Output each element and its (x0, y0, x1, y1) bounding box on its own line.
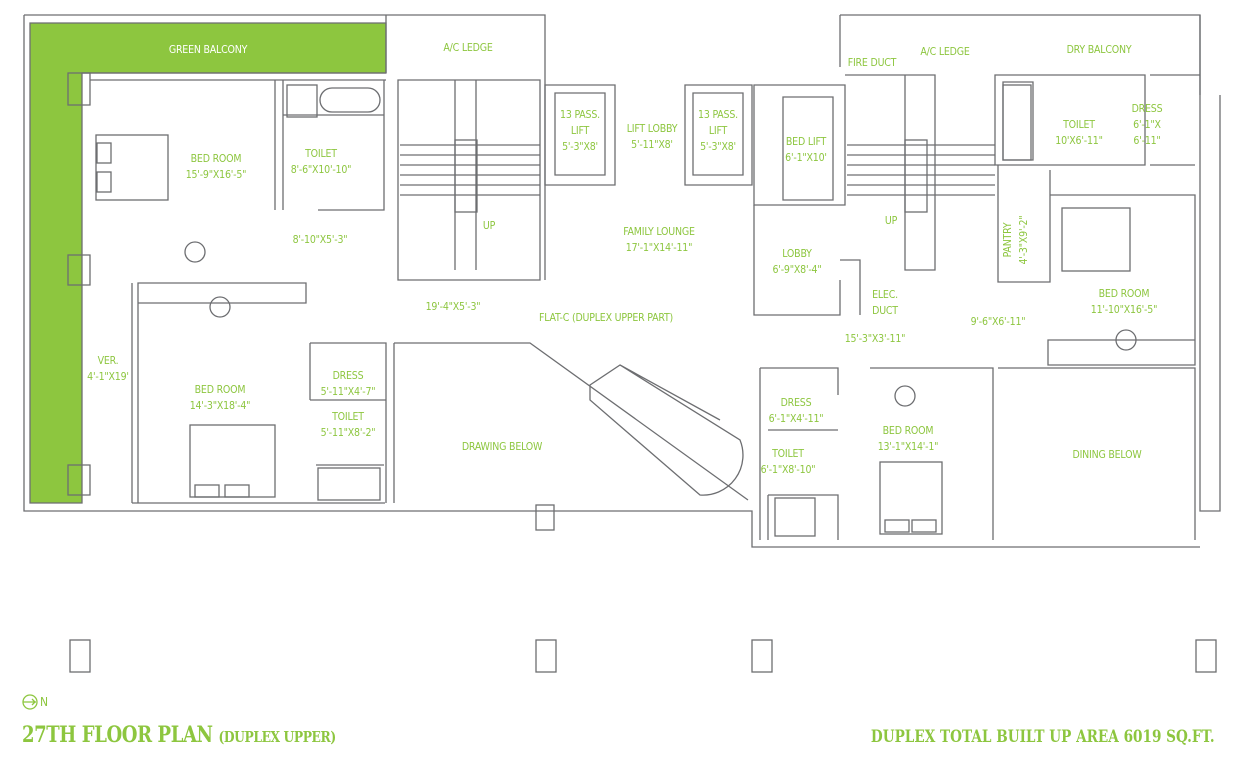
label-toilet-1: TOILET 8'-6"X10'-10" (291, 146, 352, 178)
room-name: TOILET (1063, 119, 1095, 131)
room-name: ELEC. (872, 289, 898, 301)
room-name: DUCT (872, 305, 898, 317)
label-family-lounge: FAMILY LOUNGE 17'-1"X14'-11" (623, 224, 695, 256)
room-size: 4'-1"X19' (87, 371, 129, 383)
label-passage-2: 19'-4"X5'-3" (425, 301, 481, 313)
label-dress-3: DRESS 5'-11"X4'-7" (321, 368, 376, 400)
north-arrow-icon (22, 694, 38, 710)
room-name: 13 PASS. (698, 109, 738, 121)
room-size: 6'-1"X8'-10" (760, 464, 816, 476)
label-dress-4: DRESS 6'-1"X4'-11" (769, 395, 824, 427)
north-label: N (40, 695, 49, 709)
label-bed-room-2: BED ROOM 11'-10"X16'-5" (1090, 286, 1158, 318)
room-size: 6'-1"X10' (785, 152, 827, 164)
label-elec-duct: ELEC. DUCT (872, 287, 898, 319)
room-name: LOBBY (782, 248, 812, 260)
room-name: DRESS (332, 370, 364, 382)
label-lift-lobby: LIFT LOBBY 5'-11"X8' (627, 121, 678, 153)
room-name: LIFT (708, 125, 728, 137)
label-pantry: PANTRY 4'-3"X9'-2" (1000, 216, 1032, 265)
label-verandah: VER. 4'-1"X19' (87, 353, 129, 385)
label-lift-1: 13 PASS. LIFT 5'-3"X8' (560, 107, 600, 155)
label-dry-balcony: DRY BALCONY (1066, 44, 1132, 56)
room-size: 6'-11" (1133, 135, 1161, 147)
room-size: 10'X6'-11" (1055, 135, 1103, 147)
furniture (95, 84, 1137, 537)
room-size: 8'-6"X10'-10" (290, 164, 352, 176)
room-name: BED ROOM (1098, 288, 1150, 300)
label-bed-room-1: BED ROOM 15'-9"X16'-5" (186, 151, 247, 183)
room-name: PANTRY (1002, 222, 1014, 258)
label-flat: FLAT-C (DUPLEX UPPER PART) (538, 312, 674, 324)
north-indicator: N (22, 694, 48, 710)
room-size: 4'-3"X9'-2" (1018, 215, 1030, 265)
label-toilet-2: TOILET 10'X6'-11" (1055, 117, 1103, 149)
label-toilet-3: TOILET 5'-11"X8'-2" (321, 409, 376, 441)
outer-walls (23, 14, 1221, 548)
room-size: 15'-9"X16'-5" (185, 169, 247, 181)
room-size: 6'-1"X (1133, 119, 1161, 131)
stairs (400, 139, 995, 496)
room-name: LIFT LOBBY (626, 123, 678, 135)
label-dining-below: DINING BELOW (1072, 449, 1142, 461)
room-name: FAMILY LOUNGE (623, 226, 695, 238)
label-fire-duct: FIRE DUCT (847, 57, 897, 69)
label-up-left: UP (482, 220, 496, 232)
room-size: 5'-11"X4'-7" (320, 386, 376, 398)
room-name: BED ROOM (194, 384, 246, 396)
room-name: BED LIFT (785, 136, 827, 148)
label-lobby: LOBBY 6'-9"X8'-4" (773, 246, 822, 278)
room-size: 5'-3"X8' (562, 141, 598, 153)
label-drawing-below: DRAWING BELOW (461, 441, 543, 453)
label-green-balcony: GREEN BALCONY (168, 44, 248, 56)
label-bed-room-3: BED ROOM 14'-3"X18'-4" (190, 382, 251, 414)
room-name: DRESS (780, 397, 812, 409)
label-bed-lift: BED LIFT 6'-1"X10' (785, 134, 827, 166)
label-bed-room-4: BED ROOM 13'-1"X14'-1" (878, 423, 939, 455)
room-size: 5'-3"X8' (700, 141, 736, 153)
room-name: VER. (97, 355, 119, 367)
label-passage-1: 8'-10"X5'-3" (292, 234, 348, 246)
room-size: 11'-10"X16'-5" (1090, 304, 1158, 316)
room-name: TOILET (305, 148, 337, 160)
room-size: 5'-11"X8'-2" (320, 427, 376, 439)
interior-walls (131, 74, 1200, 540)
plan-title-main: 27TH FLOOR PLAN (22, 722, 213, 748)
room-size: 13'-1"X14'-1" (877, 441, 939, 453)
room-name: LIFT (570, 125, 590, 137)
label-ac-ledge-left: A/C LEDGE (443, 42, 493, 54)
room-name: TOILET (772, 448, 804, 460)
room-size: 6'-9"X8'-4" (772, 264, 822, 276)
room-name: 13 PASS. (560, 109, 600, 121)
total-area: DUPLEX TOTAL BUILT UP AREA 6019 SQ.FT. (871, 727, 1215, 747)
room-name: DRESS (1131, 103, 1163, 115)
room-name: TOILET (332, 411, 364, 423)
label-toilet-4: TOILET 6'-1"X8'-10" (761, 446, 816, 478)
label-ac-ledge-right: A/C LEDGE (920, 46, 970, 58)
room-size: 6'-1"X4'-11" (768, 413, 824, 425)
room-size: 17'-1"X14'-11" (625, 242, 693, 254)
label-dress-2: DRESS 6'-1"X 6'-11" (1132, 101, 1163, 149)
columns (69, 504, 1217, 673)
room-name: BED ROOM (190, 153, 242, 165)
label-passage-3: 15'-3"X3'-11" (844, 333, 906, 345)
room-size: 5'-11"X8' (631, 139, 673, 151)
label-passage-4: 9'-6"X6'-11" (970, 316, 1026, 328)
room-name: BED ROOM (882, 425, 934, 437)
plan-title: 27TH FLOOR PLAN (DUPLEX UPPER) (22, 722, 336, 748)
label-lift-2: 13 PASS. LIFT 5'-3"X8' (698, 107, 738, 155)
room-size: 14'-3"X18'-4" (189, 400, 251, 412)
plan-title-suffix: (DUPLEX UPPER) (218, 728, 337, 746)
label-up-right: UP (884, 215, 898, 227)
